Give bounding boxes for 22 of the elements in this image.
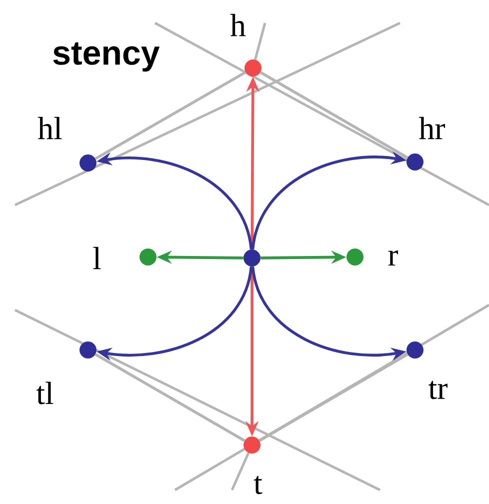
point-dot	[244, 60, 262, 76]
point-dot	[140, 248, 156, 266]
point-label: tr	[428, 380, 448, 400]
point-dot	[406, 342, 424, 358]
point-label: l	[93, 246, 101, 270]
mesh-line	[258, 353, 408, 442]
point-dot	[244, 250, 260, 266]
mesh-line	[94, 353, 246, 442]
title: stency	[53, 42, 160, 72]
point-label: h	[230, 14, 246, 36]
point-label: r	[388, 250, 398, 266]
point-dot	[346, 248, 364, 266]
point-label: t	[254, 476, 262, 494]
point-dot	[80, 154, 96, 172]
point-label: tl	[36, 382, 54, 404]
point-dot	[244, 436, 260, 454]
point-dot	[406, 154, 424, 170]
point-label: hl	[38, 116, 62, 140]
point-label: hr	[418, 116, 446, 140]
point-dot	[80, 342, 96, 358]
mesh-line	[260, 71, 408, 159]
mesh-line	[94, 71, 246, 160]
